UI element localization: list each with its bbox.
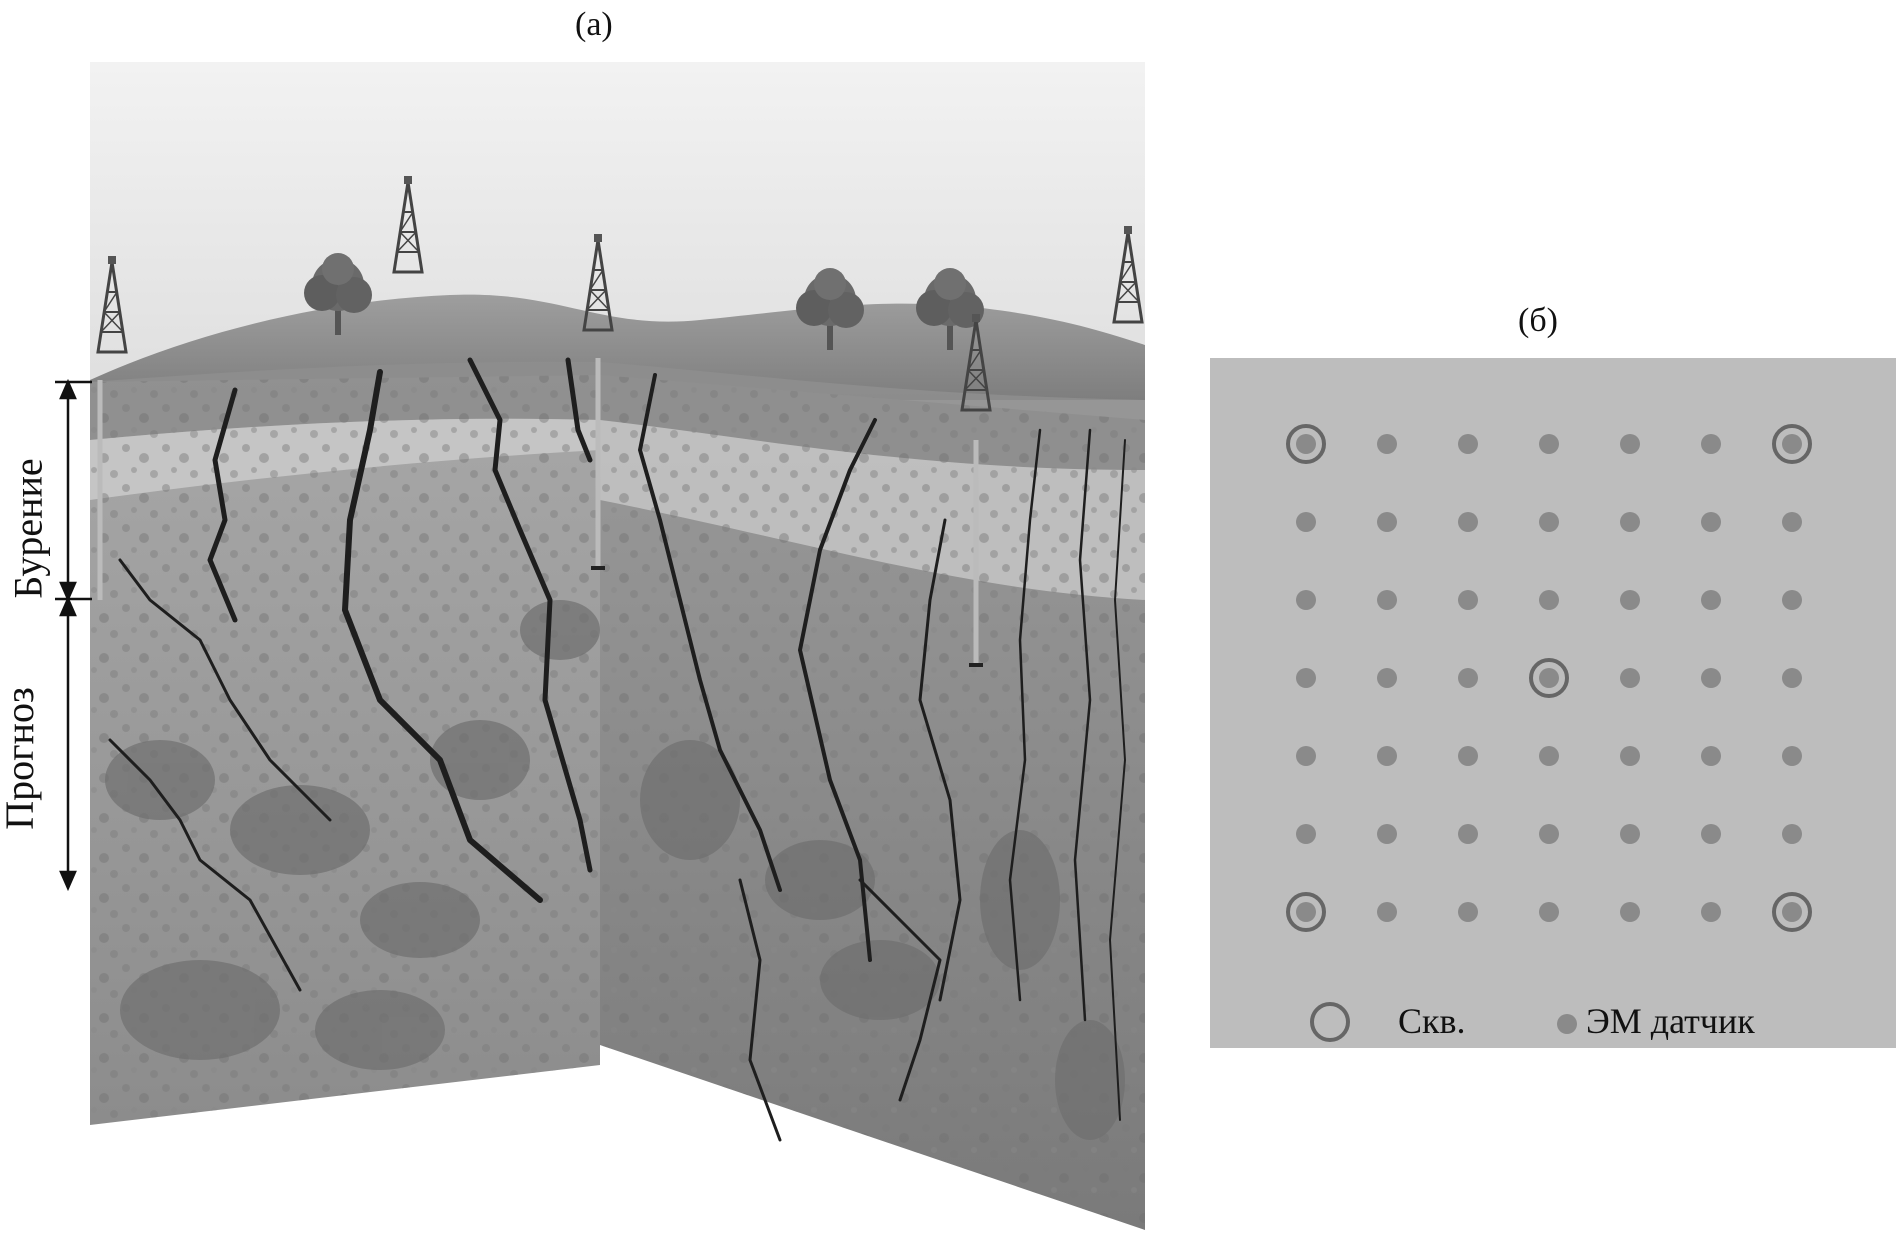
- em-sensor-dot: [1701, 824, 1721, 844]
- em-sensor-dot: [1296, 590, 1316, 610]
- em-sensor-dot: [1539, 746, 1559, 766]
- em-sensor-dot: [1701, 512, 1721, 532]
- em-sensor-dot: [1701, 590, 1721, 610]
- em-sensor-dot: [1377, 512, 1397, 532]
- em-sensor-dot: [1539, 668, 1559, 688]
- em-sensor-dot: [1782, 902, 1802, 922]
- em-sensor-dot: [1539, 512, 1559, 532]
- em-sensor-dot: [1620, 512, 1640, 532]
- em-sensor-dot: [1782, 512, 1802, 532]
- em-sensor-dot: [1377, 824, 1397, 844]
- em-sensor-dot: [1296, 434, 1316, 454]
- em-sensor-dot: [1458, 668, 1478, 688]
- em-sensor-dot: [1782, 590, 1802, 610]
- sensor-grid-panel: Скв. ЭМ датчик: [1210, 358, 1896, 1048]
- em-sensor-dot: [1458, 902, 1478, 922]
- em-sensor-dot: [1620, 668, 1640, 688]
- geology-block-diagram: [55, 62, 1145, 1230]
- em-sensor-dot: [1701, 746, 1721, 766]
- well-ring: [1286, 424, 1326, 464]
- em-sensor-dot: [1539, 434, 1559, 454]
- em-sensor-dot: [1539, 902, 1559, 922]
- well-ring: [1772, 892, 1812, 932]
- em-sensor-dot: [1782, 434, 1802, 454]
- panel-b-label: (б): [1518, 302, 1558, 339]
- em-sensor-dot: [1296, 746, 1316, 766]
- em-sensor-dot: [1377, 746, 1397, 766]
- em-sensor-dot: [1620, 902, 1640, 922]
- em-sensor-dot: [1539, 824, 1559, 844]
- em-sensor-dot: [1458, 434, 1478, 454]
- em-sensor-dot: [1620, 746, 1640, 766]
- wellbores: [97, 358, 983, 667]
- em-sensor-dot: [1701, 902, 1721, 922]
- panel-a-label: (a): [575, 6, 613, 43]
- em-sensor-dot: [1701, 668, 1721, 688]
- legend-sensor-label: ЭМ датчик: [1586, 1001, 1755, 1041]
- em-sensor-dot: [1620, 434, 1640, 454]
- sensor-grid: [1286, 424, 1812, 1042]
- em-sensor-dot: [1620, 590, 1640, 610]
- forecast-arrow: [59, 595, 77, 892]
- forecast-label: Прогноз: [0, 687, 42, 830]
- em-sensor-dot: [1296, 824, 1316, 844]
- em-sensor-dot: [1782, 824, 1802, 844]
- em-sensor-dot: [1701, 434, 1721, 454]
- em-sensor-dot: [1782, 668, 1802, 688]
- em-sensor-dot: [1296, 902, 1316, 922]
- em-sensor-dot: [1458, 590, 1478, 610]
- em-sensor-dot: [1458, 512, 1478, 532]
- em-sensor-dot: [1620, 824, 1640, 844]
- well-ring: [1286, 892, 1326, 932]
- em-sensor-dot: [1296, 668, 1316, 688]
- fractures: [108, 357, 1126, 1142]
- em-sensor-dot: [1377, 590, 1397, 610]
- well-ring: [1529, 658, 1569, 698]
- em-sensor-dot: [1377, 434, 1397, 454]
- em-sensor-dot: [1296, 512, 1316, 532]
- legend-sensor-icon: [1557, 1014, 1577, 1034]
- drilling-arrow: [55, 378, 92, 603]
- em-sensor-dot: [1377, 902, 1397, 922]
- em-sensor-dot: [1782, 746, 1802, 766]
- em-sensor-dot: [1458, 746, 1478, 766]
- well-ring: [1772, 424, 1812, 464]
- em-sensor-dot: [1458, 824, 1478, 844]
- legend-well-icon: [1310, 1002, 1350, 1042]
- em-sensor-dot: [1377, 668, 1397, 688]
- drilling-label: Бурение: [5, 458, 51, 599]
- em-sensor-dot: [1539, 590, 1559, 610]
- legend-well-label: Скв.: [1398, 1001, 1466, 1041]
- rock-patches: [105, 600, 1125, 1140]
